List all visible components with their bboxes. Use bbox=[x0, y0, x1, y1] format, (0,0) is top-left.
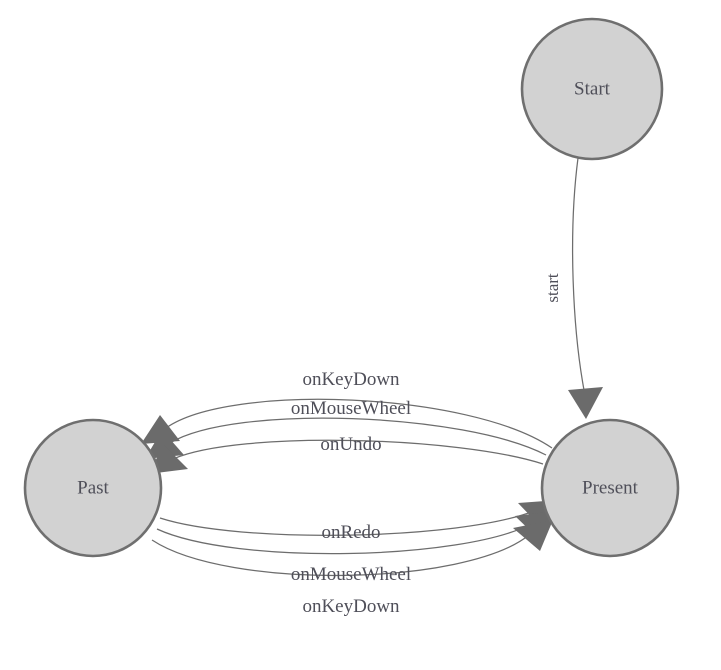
edge-path-present-past-undo bbox=[172, 439, 544, 465]
arrowhead-past-present-keydown bbox=[513, 520, 553, 551]
arrowhead-start-present bbox=[568, 387, 603, 419]
arrowhead-present-past-mousewheel bbox=[145, 430, 184, 459]
edge-label-present-past-keydown: onKeyDown bbox=[302, 369, 400, 390]
node-start[interactable]: Start bbox=[520, 17, 664, 161]
node-present-label: Present bbox=[582, 477, 639, 498]
edge-path-start-present bbox=[571, 157, 585, 391]
node-start-circle bbox=[520, 17, 664, 161]
edge-label-past-present-mousewheel: onMouseWheel bbox=[291, 564, 411, 585]
node-past-label: Past bbox=[77, 477, 109, 498]
edge-path-past-present-keydown bbox=[151, 534, 530, 577]
edge-start-to-present[interactable] bbox=[568, 157, 603, 419]
edge-path-present-past-keydown bbox=[165, 398, 553, 449]
node-start-label: Start bbox=[574, 78, 611, 99]
node-present[interactable]: Present bbox=[540, 418, 680, 558]
node-present-circle bbox=[540, 418, 680, 558]
edge-label-start: start bbox=[543, 273, 562, 303]
edge-path-past-present-mousewheel bbox=[156, 523, 532, 555]
arrowhead-present-past-keydown bbox=[141, 415, 180, 444]
edge-present-to-past-keydown[interactable] bbox=[141, 398, 553, 449]
edge-present-to-past-mousewheel[interactable] bbox=[145, 417, 547, 459]
edge-label-present-past-undo: onUndo bbox=[320, 434, 381, 455]
edge-label-present-past-mousewheel: onMouseWheel bbox=[291, 398, 411, 419]
node-past-circle bbox=[23, 418, 163, 558]
edge-label-past-present-keydown: onKeyDown bbox=[302, 596, 400, 617]
node-past[interactable]: Past bbox=[23, 418, 163, 558]
edge-path-past-present-redo bbox=[159, 510, 535, 536]
edge-label-past-present-redo: onRedo bbox=[321, 522, 380, 543]
edge-path-present-past-mousewheel bbox=[169, 417, 547, 456]
edge-past-to-present-keydown[interactable] bbox=[151, 520, 553, 577]
